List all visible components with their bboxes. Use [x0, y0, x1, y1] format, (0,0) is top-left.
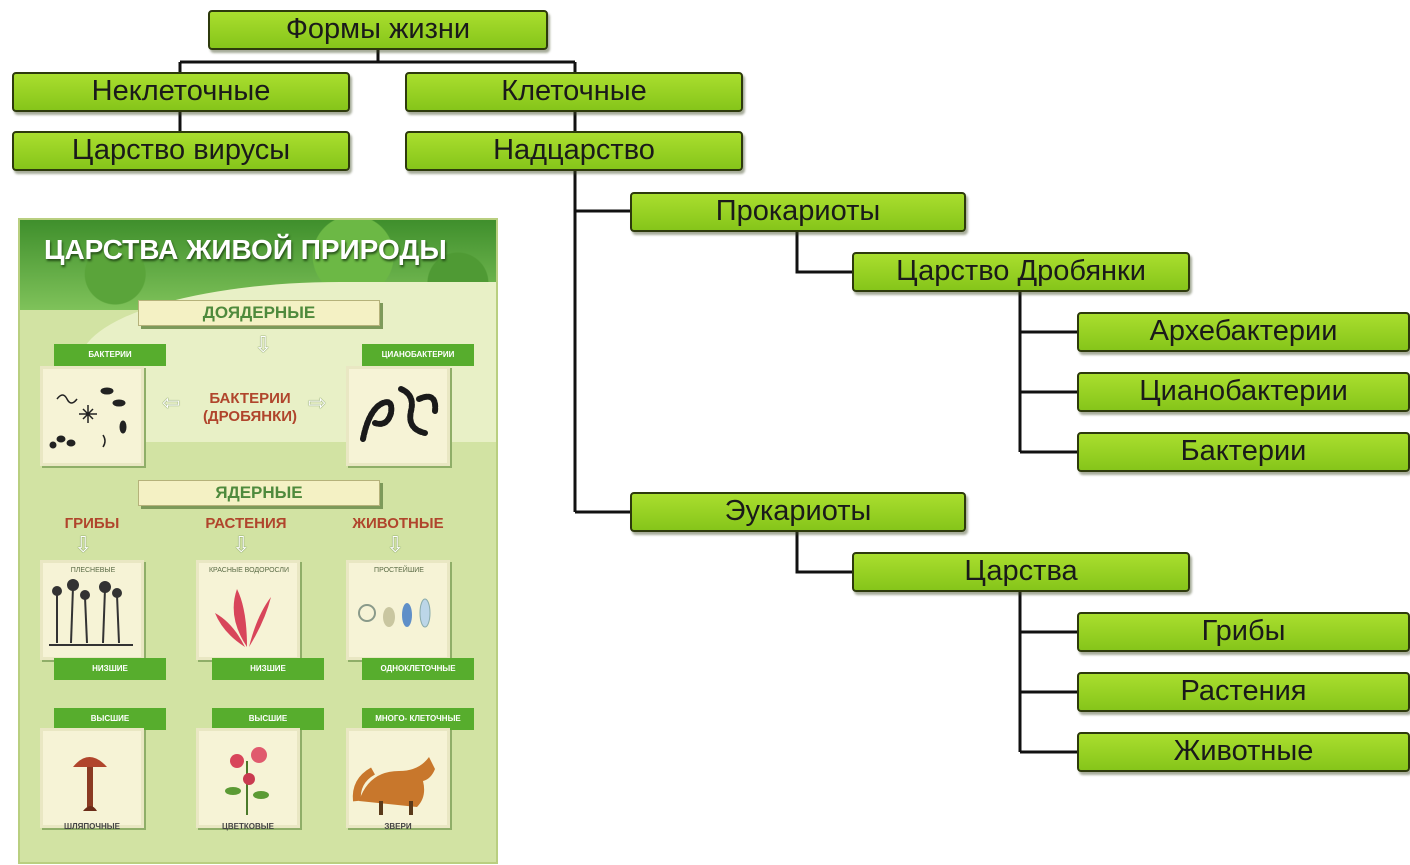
arrow-left-icon: ⇦	[162, 390, 181, 415]
node-cellular: Клеточные	[405, 72, 743, 112]
band-nuclear: ЯДЕРНЫЕ	[138, 480, 380, 506]
card-beasts	[346, 728, 450, 828]
tag-higher-plants: ВЫСШИЕ	[212, 708, 324, 730]
poster-bacteria-label-line2: (ДРОБЯНКИ)	[202, 408, 298, 425]
poster-cat-plants: РАСТЕНИЯ	[205, 515, 287, 532]
arrow-down-plants-icon: ⇩	[232, 532, 251, 557]
card-protozoa-label: ПРОСТЕЙШИЕ	[374, 567, 424, 574]
arrow-right-icon: ⇨	[308, 390, 327, 415]
poster-title: ЦАРСТВА ЖИВОЙ ПРИРОДЫ	[44, 234, 447, 265]
poster-bacteria-label: БАКТЕРИИ (ДРОБЯНКИ)	[190, 390, 310, 426]
tag-lower-plants: НИЗШИЕ	[212, 658, 324, 680]
card-red-algae-label: КРАСНЫЕ ВОДОРОСЛИ	[208, 567, 290, 574]
tag-bacteria: БАКТЕРИИ	[54, 344, 166, 366]
node-eukaryotes: Эукариоты	[630, 492, 966, 532]
node-drobyanki-kingdom: Царство Дробянки	[852, 252, 1190, 292]
fox-illustration-icon	[352, 757, 435, 815]
node-cyanobacteria: Цианобактерии	[1077, 372, 1410, 412]
node-fungi: Грибы	[1077, 612, 1410, 652]
card-flowering	[196, 728, 300, 828]
mold-illustration-icon	[49, 579, 133, 646]
tag-multicellular: МНОГО- КЛЕТОЧНЫЕ	[362, 708, 474, 730]
red-algae-illustration-icon	[215, 589, 271, 647]
card-cyanobacteria	[346, 366, 450, 466]
mushroom-illustration-icon	[73, 757, 107, 811]
tag-lower-fungi: НИЗШИЕ	[54, 658, 166, 680]
node-bacteria: Бактерии	[1077, 432, 1410, 472]
node-kingdoms: Царства	[852, 552, 1190, 592]
cyanobacteria-illustration-icon	[360, 386, 439, 442]
band-prenuclear: ДОЯДЕРНЫЕ	[138, 300, 380, 326]
node-archaebacteria: Архебактерии	[1077, 312, 1410, 352]
card-protozoa: ПРОСТЕЙШИЕ	[346, 560, 450, 660]
node-animals: Животные	[1077, 732, 1410, 772]
node-viruses-kingdom: Царство вирусы	[12, 131, 350, 171]
tag-higher-fungi: ВЫСШИЕ	[54, 708, 166, 730]
tag-unicellular: ОДНОКЛЕТОЧНЫЕ	[362, 658, 474, 680]
node-plants: Растения	[1077, 672, 1410, 712]
arrow-down-animals-icon: ⇩	[386, 532, 405, 557]
node-prokaryotes: Прокариоты	[630, 192, 966, 232]
poster-cat-animals: ЖИВОТНЫЕ	[352, 515, 444, 532]
card-cap-fungi	[40, 728, 144, 828]
rose-illustration-icon	[225, 747, 269, 815]
card-red-algae: КРАСНЫЕ ВОДОРОСЛИ	[196, 560, 300, 660]
protozoa-illustration-icon	[358, 598, 431, 628]
node-noncellular: Неклеточные	[12, 72, 350, 112]
card-molds: ПЛЕСНЕВЫЕ	[40, 560, 144, 660]
bacteria-illustration-icon	[49, 387, 127, 449]
tag-cap-fungi: ШЛЯПОЧНЫЕ	[64, 822, 120, 831]
kingdoms-poster: ЦАРСТВА ЖИВОЙ ПРИРОДЫ ДОЯДЕРНЫЕ ⇩ БАКТЕР…	[18, 218, 498, 864]
tag-beasts: ЗВЕРИ	[384, 822, 412, 831]
arrow-down-icon: ⇩	[254, 332, 273, 357]
tag-flowering: ЦВЕТКОВЫЕ	[222, 822, 274, 831]
poster-bacteria-label-line1: БАКТЕРИИ	[209, 390, 291, 407]
poster-cat-fungi: ГРИБЫ	[64, 515, 120, 532]
node-superkingdom: Надцарство	[405, 131, 743, 171]
node-life-forms: Формы жизни	[208, 10, 548, 50]
tag-cyanobacteria: ЦИАНОБАКТЕРИИ	[362, 344, 474, 366]
card-molds-label: ПЛЕСНЕВЫЕ	[70, 567, 116, 574]
card-bacteria	[40, 366, 144, 466]
arrow-down-fungi-icon: ⇩	[74, 532, 93, 557]
